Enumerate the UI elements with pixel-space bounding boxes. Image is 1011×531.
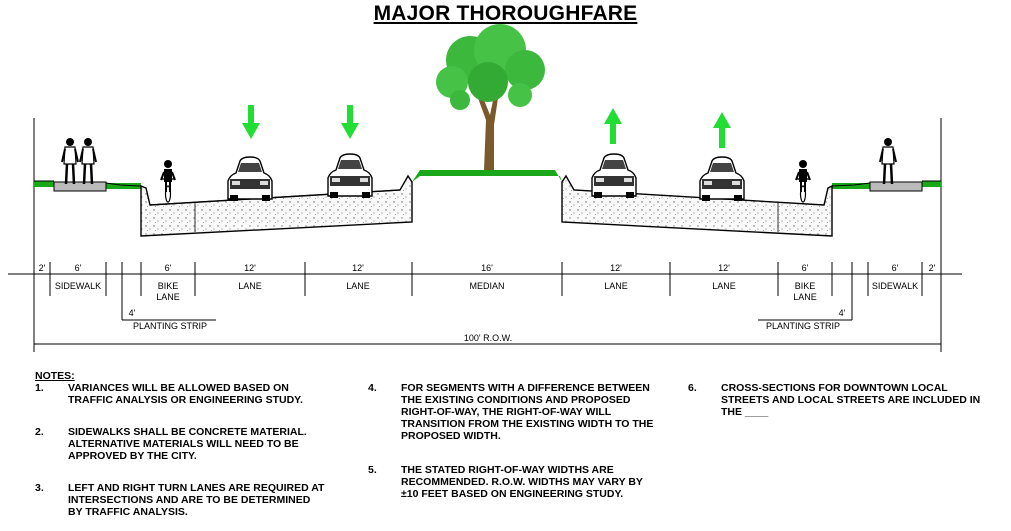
cross-section-drawing: 2' 6' 6' 12' 12' 16' 12' 12' 6' 6' 2' SI… [8, 24, 962, 352]
note-text: SIDEWALKS SHALL BE CONCRETE MATERIAL. AL… [68, 426, 307, 462]
note-text: LEFT AND RIGHT TURN LANES ARE REQUIRED A… [68, 482, 325, 518]
note-number: 3. [35, 482, 44, 494]
label-lane-2: LANE [346, 281, 370, 291]
car-icon-lane2 [327, 153, 373, 199]
dim-value: 6' [892, 263, 899, 273]
dimension-ticks [33, 262, 942, 320]
cyclist-icon-right [795, 159, 811, 203]
pedestrian-icon-left [60, 136, 98, 186]
arrow-up-icon [604, 108, 622, 144]
planting-strip-label-right: PLANTING STRIP [766, 321, 840, 331]
car-icon-lane1 [227, 156, 273, 202]
note-number: 6. [688, 382, 697, 394]
sidewalk-slab-left [53, 181, 107, 192]
note-number: 4. [368, 382, 377, 394]
dim-value: 2' [39, 263, 46, 273]
roadway-base-left [140, 174, 413, 237]
label-lane-3: LANE [604, 281, 628, 291]
note-text: VARIANCES WILL BE ALLOWED BASED ON TRAFF… [68, 382, 303, 406]
arrow-down-icon [341, 105, 359, 139]
label-median: MEDIAN [469, 281, 504, 291]
tree-icon [436, 24, 545, 170]
dim-value: 16' [481, 263, 493, 273]
label-lane-4: LANE [712, 281, 736, 291]
row-label: 100' R.O.W. [464, 333, 512, 343]
planting-strip-width-left: 4' [129, 308, 136, 318]
note-text: CROSS-SECTIONS FOR DOWNTOWN LOCAL STREET… [721, 382, 981, 418]
dim-value: 6' [165, 263, 172, 273]
page-title: MAJOR THOROUGHFARE [373, 2, 638, 25]
cyclist-icon-left [160, 159, 176, 203]
dim-value: 12' [610, 263, 622, 273]
dim-value: 12' [244, 263, 256, 273]
label-sidewalk-left: SIDEWALK [55, 281, 101, 291]
planting-strip-label-left: PLANTING STRIP [133, 321, 207, 331]
pedestrian-icon-right [878, 136, 898, 186]
note-number: 2. [35, 426, 44, 438]
dim-value: 2' [929, 263, 936, 273]
sidewalk-slab-right [869, 181, 923, 192]
label-sidewalk-right: SIDEWALK [872, 281, 918, 291]
label-lane-1: LANE [238, 281, 262, 291]
notes-heading: NOTES: [35, 370, 75, 382]
arrow-up-icon [713, 112, 731, 148]
dim-value: 6' [75, 263, 82, 273]
car-icon-lane4 [699, 156, 745, 202]
dim-value: 6' [802, 263, 809, 273]
car-icon-lane3 [591, 153, 637, 199]
planting-strip-width-right: 4' [839, 308, 846, 318]
roadway-base-right [561, 174, 833, 237]
note-number: 5. [368, 464, 377, 476]
dim-value: 12' [352, 263, 364, 273]
note-text: FOR SEGMENTS WITH A DIFFERENCE BETWEEN T… [401, 382, 654, 442]
note-number: 1. [35, 382, 44, 394]
dim-value: 12' [718, 263, 730, 273]
arrow-down-icon [242, 105, 260, 139]
note-text: THE STATED RIGHT-OF-WAY WIDTHS ARE RECOM… [401, 464, 643, 500]
